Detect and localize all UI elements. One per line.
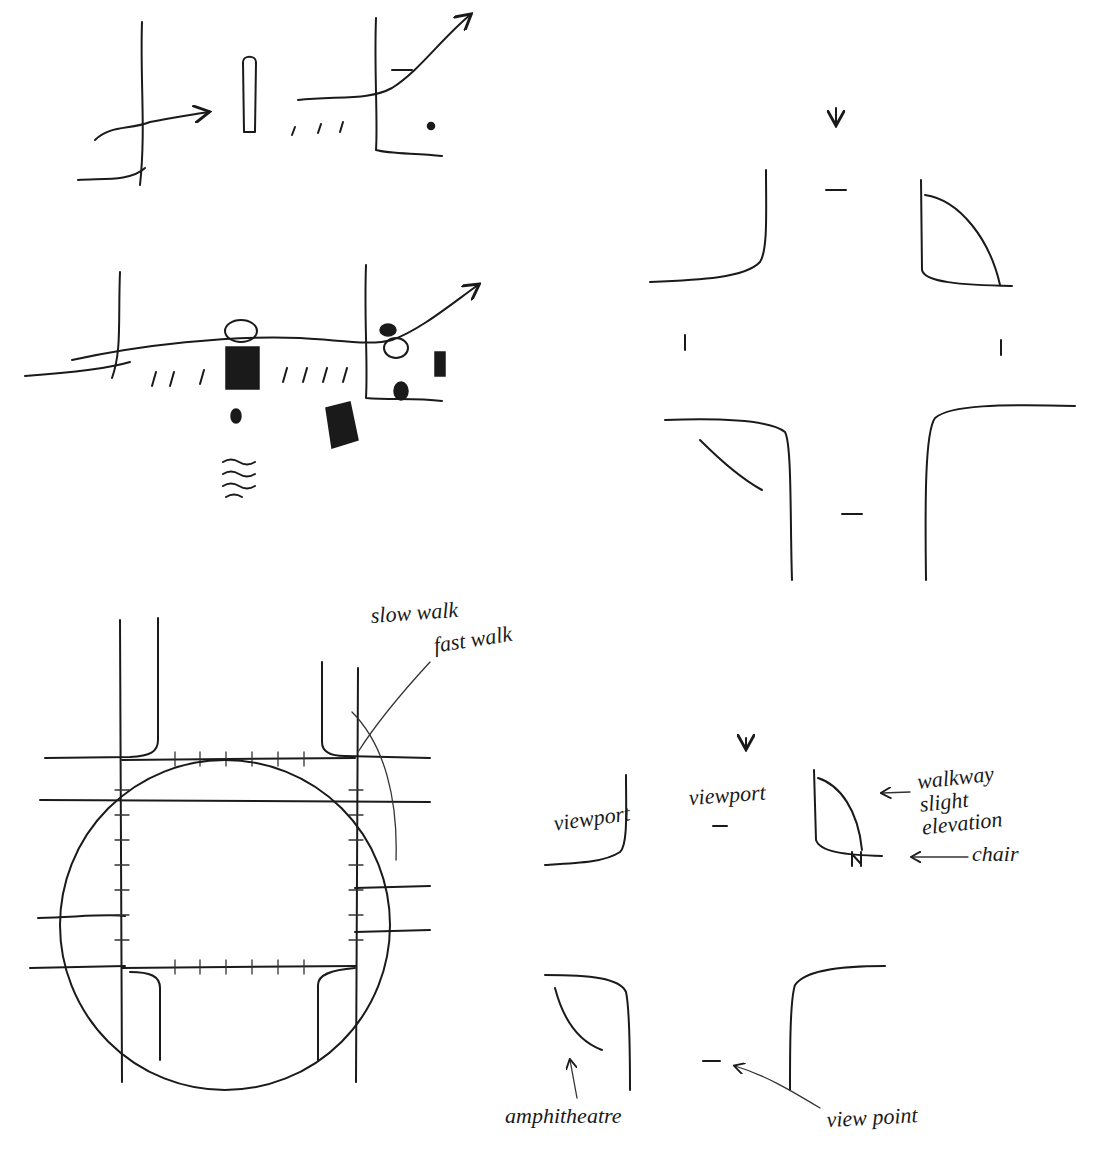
callout-label: walkway slight elevation [916, 759, 1028, 839]
walk-arrow [72, 285, 478, 360]
body-block [226, 347, 259, 389]
fast-walk-circle [60, 760, 390, 1090]
water-waves [223, 460, 255, 498]
corner-bottom-right [790, 966, 885, 1090]
chair-symbol [852, 852, 861, 866]
head-shape [225, 320, 257, 342]
corner-top-right [921, 180, 1012, 286]
circle-overdraw [352, 712, 396, 860]
bar-mark [392, 69, 412, 71]
rising-arrow [298, 15, 470, 100]
viewpoint-dash [703, 1060, 720, 1062]
section-sketch-one [78, 15, 470, 185]
corner-bottom-left [545, 975, 630, 1090]
path-arrow [95, 112, 208, 140]
inner-square [122, 758, 356, 968]
annotated-crossroads [545, 738, 968, 1108]
ground-curve [78, 168, 145, 180]
viewpoint-dash [713, 825, 727, 827]
wall-corner [365, 265, 442, 401]
viewpoint-leader [735, 1066, 820, 1108]
corner-bottom-left [665, 419, 792, 580]
wall-line [112, 272, 120, 378]
section-sketch-two [25, 265, 478, 497]
wall-corner [375, 18, 442, 156]
road-line [356, 668, 358, 1082]
fast-walk-leader [358, 662, 430, 752]
amphitheatre-arc [700, 440, 762, 490]
corner-bottom-right [926, 405, 1075, 580]
person-figure [243, 57, 256, 132]
amphitheatre-arc [555, 988, 602, 1050]
part-label: viewport [552, 801, 631, 835]
slow-walk-ticks [115, 752, 363, 974]
dot [428, 123, 435, 130]
road-line [40, 800, 430, 802]
post-mark [435, 352, 445, 376]
road-line [355, 886, 430, 932]
eye-mark [231, 409, 241, 423]
corner-top-right [814, 770, 882, 856]
figure-base [394, 382, 408, 400]
road-corner [45, 618, 158, 758]
road-corner [130, 972, 160, 1060]
callout-label: chair [972, 842, 1018, 865]
figure-head [380, 324, 396, 336]
walkway-arc [818, 778, 862, 850]
road-line [38, 915, 125, 918]
viewpoint-dash [684, 335, 686, 350]
note-label: slow walk [370, 598, 459, 627]
wall-line [140, 22, 143, 185]
chair-leader [912, 856, 968, 857]
amphitheatre-leader [570, 1060, 577, 1098]
crossroads-sketch [650, 108, 1075, 580]
callout-label: view point [826, 1103, 918, 1131]
note-label: fast walk [432, 622, 513, 657]
road-line [120, 620, 122, 1082]
road-corner [322, 662, 430, 758]
north-arrow [835, 108, 837, 124]
road-line [30, 966, 125, 968]
walkway-leader [882, 792, 910, 793]
circle-plan-sketch [30, 618, 430, 1090]
hatch-ticks [292, 122, 343, 135]
corner-top-left [650, 170, 766, 282]
figure-body [384, 338, 408, 358]
viewpoint-dash [826, 189, 846, 191]
viewpoint-dash [1000, 340, 1002, 355]
callout-label: amphitheatre [505, 1104, 622, 1127]
north-arrow [745, 738, 747, 748]
walkway-arc [925, 195, 1000, 285]
viewpoint-dash [842, 513, 862, 515]
ground-curve [25, 362, 130, 376]
seat-block [326, 402, 358, 448]
part-label: viewport [688, 781, 766, 809]
